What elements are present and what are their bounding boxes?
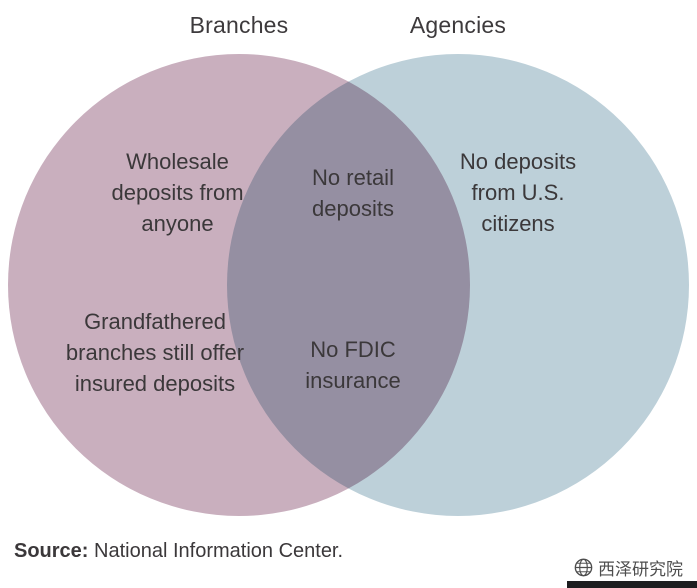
- source-line: Source: National Information Center.: [14, 540, 343, 563]
- branches-label: Branches: [189, 12, 289, 38]
- source-text: National Information Center.: [88, 540, 344, 562]
- watermark: 西泽研究院: [574, 555, 683, 580]
- overlap-item-no-fdic-insurance: No FDIC insurance: [305, 337, 401, 394]
- agencies-circle: [227, 54, 689, 516]
- right-item-no-deposits-us-citizens: No deposits from U.S. citizens: [459, 149, 577, 237]
- agencies-label: Agencies: [409, 12, 507, 38]
- watermark-underline: [567, 581, 697, 588]
- source-label: Source:: [14, 540, 89, 562]
- globe-icon: [574, 558, 593, 577]
- watermark-text: 西泽研究院: [598, 560, 683, 579]
- left-item-wholesale-deposits: Wholesale deposits from anyone: [111, 149, 244, 237]
- left-item-grandfathered-branches: Grandfathered branches still offer insur…: [65, 309, 245, 397]
- overlap-item-no-retail-deposits: No retail deposits: [312, 165, 394, 222]
